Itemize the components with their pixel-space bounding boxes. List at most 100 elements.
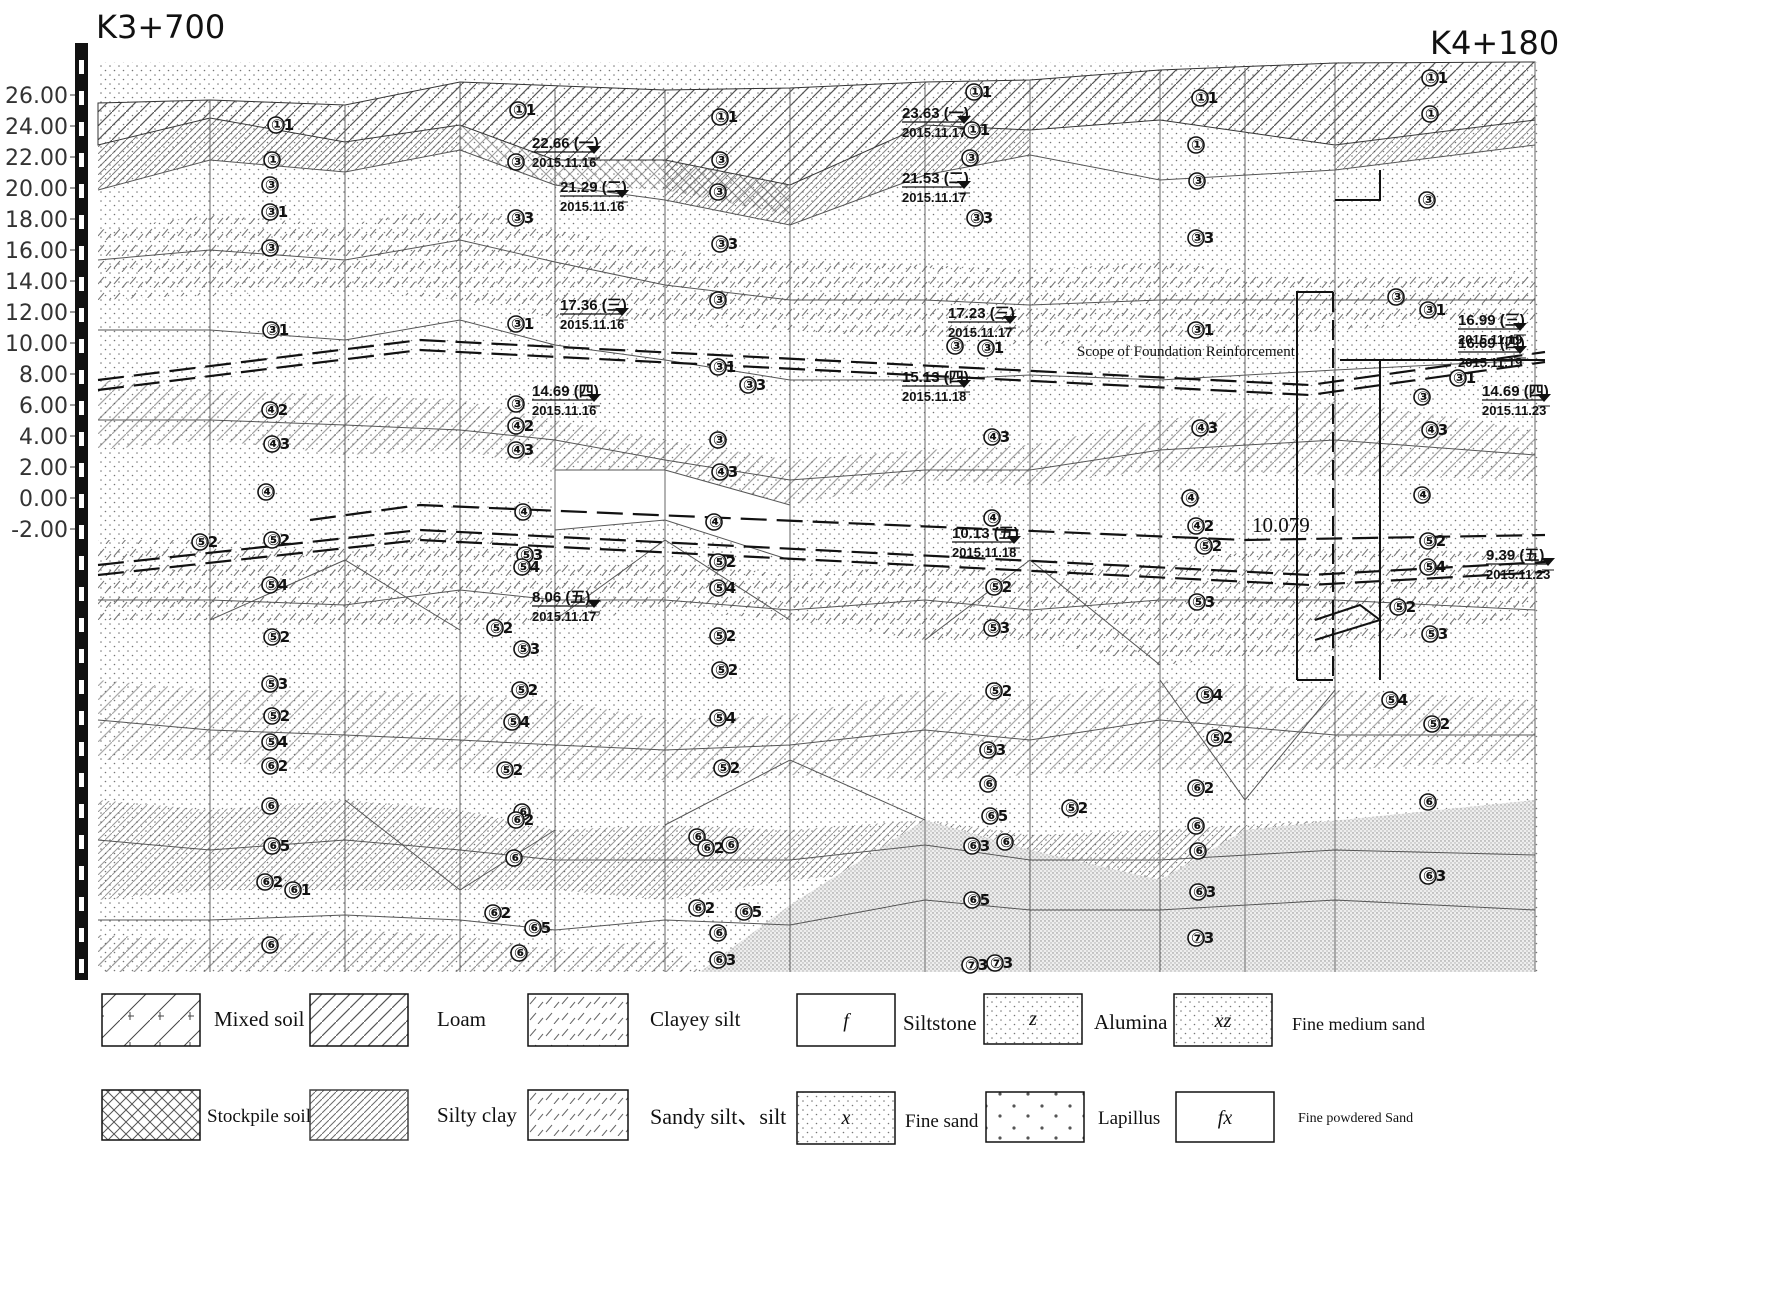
stratum-tag-circle-icon bbox=[697, 839, 715, 857]
axis-check-mark bbox=[79, 494, 84, 508]
stratum-tag-label: ⑤2 bbox=[1210, 729, 1233, 747]
axis-check-mark bbox=[79, 432, 84, 446]
stratum-tag-circle-icon bbox=[966, 209, 984, 227]
stratum-tag: ③ bbox=[507, 153, 525, 171]
stratum-tag-label: ⑥ bbox=[265, 797, 278, 815]
legend-item-fine-medium-sand: xz Fine medium sand bbox=[1173, 993, 1425, 1047]
stratum-tag-circle-icon bbox=[709, 579, 727, 597]
stratum-tag-label: ① bbox=[1425, 105, 1438, 123]
stratum-tag-circle-icon bbox=[509, 101, 527, 119]
stratum-tag-label: ⑤3 bbox=[983, 741, 1006, 759]
elevation-tick-label: 10.00 bbox=[5, 332, 68, 357]
stratum-tag: ⑥ bbox=[510, 944, 528, 962]
stratum-tag-label: ④3 bbox=[987, 428, 1010, 446]
stratum-tag-label: ⑤4 bbox=[1200, 686, 1223, 704]
layer-base bbox=[98, 930, 700, 972]
stratum-tag: ③1 bbox=[1419, 301, 1446, 319]
stratum-tag-circle-icon bbox=[510, 944, 528, 962]
stratum-tag-label: ⑤2 bbox=[500, 761, 523, 779]
stratum-tag-circle-icon bbox=[284, 881, 302, 899]
elevation-tick-label: 12.00 bbox=[5, 301, 68, 326]
stratum-tag-label: ⑤2 bbox=[267, 531, 290, 549]
stratum-tag-circle-icon bbox=[1389, 598, 1407, 616]
stratum-tag-label: ⑥3 bbox=[1423, 867, 1446, 885]
axis-check-mark bbox=[79, 246, 84, 260]
stratum-tag-label: ①1 bbox=[967, 121, 990, 139]
legend-swatch-fine-sand bbox=[796, 1091, 896, 1145]
stratum-tag-circle-icon bbox=[981, 807, 999, 825]
water-level-triangle-icon bbox=[1003, 316, 1017, 324]
stratum-tag-label: ⑤2 bbox=[1427, 715, 1450, 733]
stratum-tag: ③1 bbox=[507, 315, 534, 333]
stratum-tag-circle-icon bbox=[963, 121, 981, 139]
stratum-tag-label: ①1 bbox=[1195, 89, 1218, 107]
foundation-reinforcement-outline bbox=[1296, 170, 1545, 681]
elevation-tick-label: 8.00 bbox=[19, 363, 68, 388]
stratum-tag-circle-icon bbox=[505, 849, 523, 867]
stratum-tag-circle-icon bbox=[711, 108, 729, 126]
stratum-tag-label: ③1 bbox=[981, 339, 1004, 357]
elevation-tick-label: 6.00 bbox=[19, 394, 68, 419]
stratum-tag-circle-icon bbox=[711, 661, 729, 679]
elevation-tick-label: 24.00 bbox=[5, 115, 68, 140]
water-level-triangle-icon bbox=[1513, 323, 1527, 331]
stratum-tag-label: ⑥ bbox=[1423, 793, 1436, 811]
stratum-tag-circle-icon bbox=[507, 441, 525, 459]
stratum-tag: ④3 bbox=[1421, 421, 1448, 439]
stratum-tag-circle-icon bbox=[261, 239, 279, 257]
axis-check-mark bbox=[79, 649, 84, 663]
stratum-tag-circle-icon bbox=[1187, 817, 1205, 835]
stratum-tag-circle-icon bbox=[1419, 793, 1437, 811]
stratum-tag-label: ③ bbox=[713, 183, 726, 201]
water-level-value: 23.63 (一) bbox=[902, 105, 969, 122]
stratum-tag-circle-icon bbox=[1421, 421, 1439, 439]
stratum-tag-circle-icon bbox=[256, 873, 274, 891]
legend-label-siltstone: Siltstone bbox=[903, 1011, 977, 1035]
stratum-tag-label: ⑥ bbox=[514, 944, 527, 962]
stratum-tag-label: ① bbox=[267, 151, 280, 169]
stratum-tag: ⑤2 bbox=[713, 759, 740, 777]
water-level-date: 2015.11.17 bbox=[902, 125, 966, 140]
stratum-tag-label: ③ bbox=[1422, 191, 1435, 209]
axis-check-mark bbox=[79, 773, 84, 787]
elevation-tick-label: 18.00 bbox=[5, 208, 68, 233]
elevation-tick-label: 22.00 bbox=[5, 146, 68, 171]
stratum-tag-circle-icon bbox=[1187, 321, 1205, 339]
stratum-tag-label: ⑥5 bbox=[528, 919, 551, 937]
water-level-date: 2015.11.23 bbox=[1486, 567, 1550, 582]
stratum-tag: ⑥2 bbox=[261, 757, 288, 775]
water-level-marker: 16.69 (四)2015.11.19 bbox=[1458, 335, 1527, 370]
stratum-tag-label: ⑥ bbox=[725, 836, 738, 854]
stratum-tag-circle-icon bbox=[986, 954, 1004, 972]
legend-label-stockpile-soil: Stockpile soil bbox=[207, 1106, 311, 1127]
water-level-triangle-icon bbox=[587, 146, 601, 154]
stratum-tag: ③ bbox=[1418, 191, 1436, 209]
stratum-tag: ④3 bbox=[263, 435, 290, 453]
water-level-value: 15.13 (四) bbox=[902, 369, 969, 386]
stratum-tag-label: ⑤2 bbox=[515, 681, 538, 699]
water-level-value: 17.23 (三) bbox=[948, 305, 1015, 322]
stratum-tag: ④ bbox=[257, 483, 275, 501]
legend-symbol-alumina: z bbox=[1028, 1008, 1037, 1030]
stratum-tag-label: ①1 bbox=[1425, 69, 1448, 87]
stratum-tag-circle-icon bbox=[711, 463, 729, 481]
water-level-value: 21.29 (二) bbox=[560, 179, 627, 196]
legend-item-loam: Loam bbox=[309, 993, 486, 1047]
elevation-mark-label: 10.079 bbox=[1252, 513, 1310, 537]
stratum-tag-label: ⑥ bbox=[983, 775, 996, 793]
stratum-tag-circle-icon bbox=[261, 675, 279, 693]
water-level-date: 2015.11.16 bbox=[560, 317, 624, 332]
stratum-tag-circle-icon bbox=[503, 713, 521, 731]
stratum-tag: ⑥ bbox=[1187, 817, 1205, 835]
stratum-tag-label: ⑤2 bbox=[1065, 799, 1088, 817]
stratum-tag-circle-icon bbox=[709, 553, 727, 571]
stratum-tag-label: ③1 bbox=[266, 321, 289, 339]
stratum-tag-circle-icon bbox=[261, 176, 279, 194]
stratum-tag-circle-icon bbox=[1423, 715, 1441, 733]
stratum-tag-circle-icon bbox=[261, 203, 279, 221]
elevation-tick-label: 0.00 bbox=[19, 487, 68, 512]
stratum-tag: ①1 bbox=[1191, 89, 1218, 107]
stratum-tag: ③ bbox=[261, 239, 279, 257]
stratum-tag-circle-icon bbox=[963, 837, 981, 855]
